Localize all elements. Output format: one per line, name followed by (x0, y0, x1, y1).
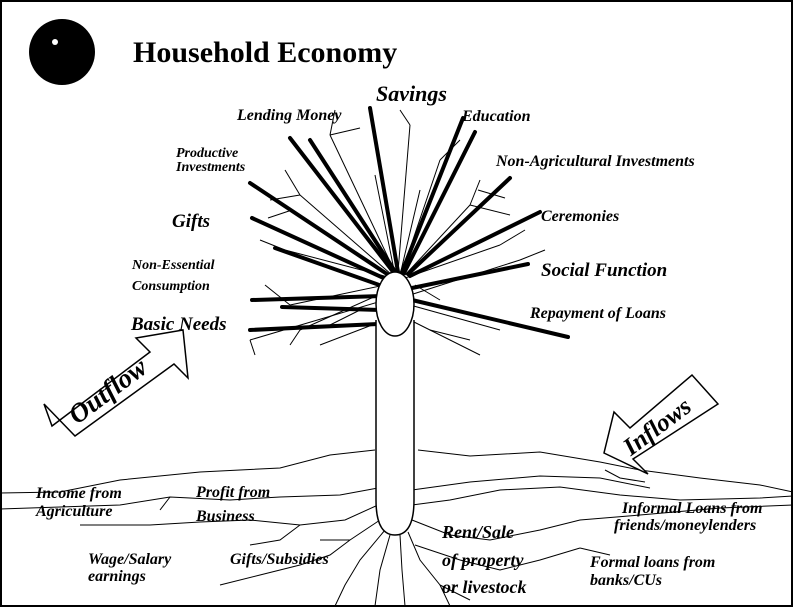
branch-productive-investments-line2: Investments (176, 160, 246, 175)
root-formal-loans-line2: banks/CUs (590, 572, 663, 589)
branch-non-agricultural-investments: Non-Agricultural Investments (496, 153, 695, 170)
branch-lending-money: Lending Money (237, 107, 342, 124)
branch-basic-needs: Basic Needs (131, 314, 227, 335)
root-profit-business-line2: Business (196, 508, 255, 525)
branch-savings: Savings (376, 81, 447, 106)
branch-non-essential-line1: Non-Essential (132, 258, 215, 273)
black-dot-icon (29, 19, 95, 85)
root-income-agriculture-line1: Income from (36, 485, 122, 502)
branch-education: Education (462, 108, 531, 125)
thick-branches (248, 106, 570, 339)
root-informal-loans-line2: friends/moneylenders (614, 517, 757, 534)
outflow-arrow-icon: Outflow (43, 329, 189, 437)
root-rent-sale-line1: Rent/Sale (442, 522, 515, 542)
tree-trunk (375, 320, 415, 536)
branch-productive-investments-line1: Productive (176, 146, 239, 161)
inflow-arrow-icon: Inflows (603, 373, 720, 475)
root-formal-loans-line1: Formal loans from (590, 554, 716, 571)
outflow-label: Outflow (63, 351, 154, 430)
root-wage-salary-line2: earnings (88, 568, 146, 585)
root-rent-sale-line2: of property (442, 550, 524, 570)
root-informal-loans-line1: Informal Loans from (622, 500, 763, 517)
root-wage-salary-line1: Wage/Salary (88, 551, 172, 568)
root-profit-business-line1: Profit from (196, 484, 271, 501)
branch-non-essential-line2: Consumption (132, 279, 210, 294)
branch-gifts: Gifts (172, 211, 210, 232)
thin-twigs (249, 109, 546, 356)
root-income-agriculture-line2: Agriculture (36, 503, 113, 520)
branch-ceremonies: Ceremonies (541, 208, 620, 225)
root-gifts-subsidies: Gifts/Subsidies (230, 551, 329, 568)
dot-highlight (52, 39, 58, 45)
ground-lines (0, 449, 793, 494)
tree-bud (375, 271, 415, 337)
branch-repayment-of-loans: Repayment of Loans (530, 305, 666, 322)
page-title: Household Economy (133, 36, 398, 69)
roots (0, 475, 793, 607)
root-rent-sale-line3: or livestock (442, 577, 527, 597)
branch-social-function: Social Function (541, 260, 668, 281)
